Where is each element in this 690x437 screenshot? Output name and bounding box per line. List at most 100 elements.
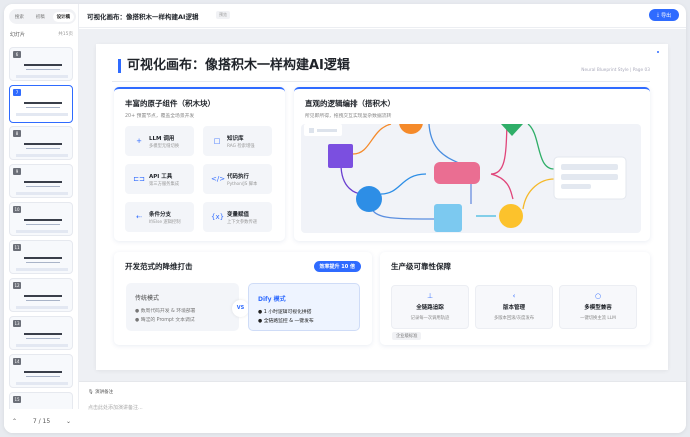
thumb-line [16, 268, 68, 271]
thumb-line [26, 69, 60, 70]
tab-design[interactable]: 设计稿 [52, 11, 75, 22]
thumb-line [24, 181, 62, 183]
thumb-line [26, 224, 60, 225]
slide-number: 8 [13, 130, 21, 137]
thumb-line [26, 186, 60, 187]
feature-icon: ○ [594, 292, 602, 300]
slide-thumbnail[interactable]: 6 [9, 47, 73, 81]
tile-desc: If/Else 逻辑控制 [149, 220, 181, 225]
feature-icon: ⊥ [426, 292, 434, 300]
thumb-line [24, 371, 62, 373]
thumb-line [16, 344, 68, 347]
tile-desc: 一键切换主流 LLM [580, 316, 616, 321]
tile-desc: 多版本回滚/灰度发布 [493, 316, 535, 321]
component-icon: ⊏⊐ [133, 175, 145, 183]
thumb-line [24, 333, 62, 335]
slide-thumbnail[interactable]: 7 [9, 85, 73, 123]
card-title: 丰富的原子组件（积木块） [125, 99, 215, 108]
thumb-line [26, 338, 60, 339]
vs-badge: VS [232, 300, 249, 317]
bullet: ● 1 小时逻辑可视化拼搭 [258, 310, 312, 315]
slide-title: 可视化画布：像搭积木一样构建AI逻辑 [118, 59, 350, 73]
thumb-line [16, 382, 68, 385]
component-icon: ⇠ [136, 213, 142, 221]
slide-thumbnail[interactable]: 13 [9, 316, 73, 350]
thumb-line [26, 262, 60, 263]
pager: ⌃ 7 / 15 ⌄ [4, 409, 79, 433]
thumb-line [16, 154, 68, 157]
tile-desc: Python/JS 脚本 [227, 182, 258, 187]
slide-thumbnail[interactable]: 12 [9, 278, 73, 312]
tile-name: 条件分支 [149, 212, 172, 218]
card-title: 开发范式的降维打击 [125, 262, 193, 271]
mode-tabs: 搜索 初稿 设计稿 [9, 9, 76, 24]
divider [112, 81, 650, 82]
component-tile: +LLM 调用多模型无缝切换 [125, 126, 194, 156]
slide-thumbnail[interactable]: 11 [9, 240, 73, 274]
tile-desc: 记录每一次调用轨迹 [410, 316, 450, 321]
thumb-line [16, 192, 68, 195]
bullet: ● 数周代码开发 & 环境部署 [135, 309, 196, 314]
slide-thumbnail[interactable]: 8 [9, 126, 73, 160]
card-subtitle: 20+ 预置节点，覆盖全场景开发 [125, 114, 195, 119]
top-bar: 可视化画布：像搭积木一样构建AI逻辑 预览 ⤓导出 [79, 4, 686, 28]
paradigm-card: 开发范式的降维打击 效率提升 10 倍 传统模式 ● 数周代码开发 & 环境部署… [114, 252, 372, 345]
prev-slide-button[interactable]: ⌃ [11, 417, 17, 425]
tile-desc: RAG 检索增强 [227, 144, 255, 149]
orchestration-card: 直观的逻辑编排（搭积木） 所见即所得，拖拽交互实现复杂数据流转 [294, 87, 650, 241]
thumb-line [26, 107, 60, 108]
slide-thumbnail[interactable]: 10 [9, 202, 73, 236]
component-tile: {x}变量赋值上下文参数传递 [203, 202, 272, 232]
tile-name: 多模型兼容 [584, 305, 612, 311]
thumb-line [16, 230, 68, 233]
slide-number: 13 [13, 320, 21, 327]
export-button[interactable]: ⤓导出 [649, 9, 679, 21]
card-title: 直观的逻辑编排（搭积木） [305, 99, 395, 108]
slide-number: 6 [13, 51, 21, 58]
notes-heading: 🎙 演讲备注 [88, 390, 114, 395]
efficiency-badge: 效率提升 10 倍 [313, 261, 361, 272]
slide-number: 10 [13, 206, 21, 213]
thumb-line [24, 143, 62, 145]
sidebar-heading: 幻灯片 [10, 32, 26, 38]
slide-thumbnail[interactable]: 14 [9, 354, 73, 388]
card-subtitle: 所见即所得，拖拽交互实现复杂数据流转 [305, 114, 392, 119]
box-title: 传统模式 [135, 295, 160, 302]
reliability-tile: ○ 多模型兼容一键切换主流 LLM [559, 285, 637, 329]
thumb-line [26, 300, 60, 301]
tile-name: 版本管理 [502, 305, 525, 311]
enterprise-tag: 企业级标准 [392, 332, 422, 340]
notes-input[interactable]: 点击此处添加演讲备注... [88, 405, 143, 411]
dify-mode-box: Dify 模式 ● 1 小时逻辑可视化拼搭 ● 全链路监控 & 一键发布 [248, 283, 360, 331]
style-label: Neural Blueprint Style | Page 03 [581, 68, 650, 73]
tile-desc: 第三方服务集成 [149, 182, 180, 187]
thumb-line [16, 113, 68, 116]
thumb-line [16, 306, 68, 309]
status-badge: 预览 [216, 11, 230, 19]
thumb-line [24, 257, 62, 259]
traditional-mode-box: 传统模式 ● 数周代码开发 & 环境部署 ● 晦涩的 Prompt 文本调试 [126, 283, 239, 331]
slide-number: 15 [13, 396, 21, 403]
tile-desc: 上下文参数传递 [227, 220, 258, 225]
tab-draft[interactable]: 初稿 [35, 14, 45, 20]
slide-canvas: 可视化画布：像搭积木一样构建AI逻辑 Neural Blueprint Styl… [79, 29, 686, 381]
reliability-card: 生产级可靠性保障 ⊥全链路追踪记录每一次调用轨迹‹版本管理多版本回滚/灰度发布○… [380, 252, 650, 345]
tile-desc: 多模型无缝切换 [149, 144, 180, 149]
component-icon: + [136, 137, 142, 145]
component-icon: □ [213, 137, 221, 145]
tile-name: 变量赋值 [227, 212, 250, 218]
feature-icon: ‹ [512, 292, 516, 300]
next-slide-button[interactable]: ⌄ [66, 417, 72, 425]
component-tile: ⇠ 条件分支 If/Else 逻辑控制 [125, 202, 194, 232]
thumb-line [26, 148, 60, 149]
card-title: 生产级可靠性保障 [391, 262, 451, 271]
slide-thumbnail[interactable]: 9 [9, 164, 73, 198]
tab-search[interactable]: 搜索 [14, 14, 24, 20]
component-icon: {x} [211, 213, 225, 221]
components-card: 丰富的原子组件（积木块） 20+ 预置节点，覆盖全场景开发 +LLM 调用多模型… [114, 87, 285, 241]
slide-number: 11 [13, 244, 21, 251]
